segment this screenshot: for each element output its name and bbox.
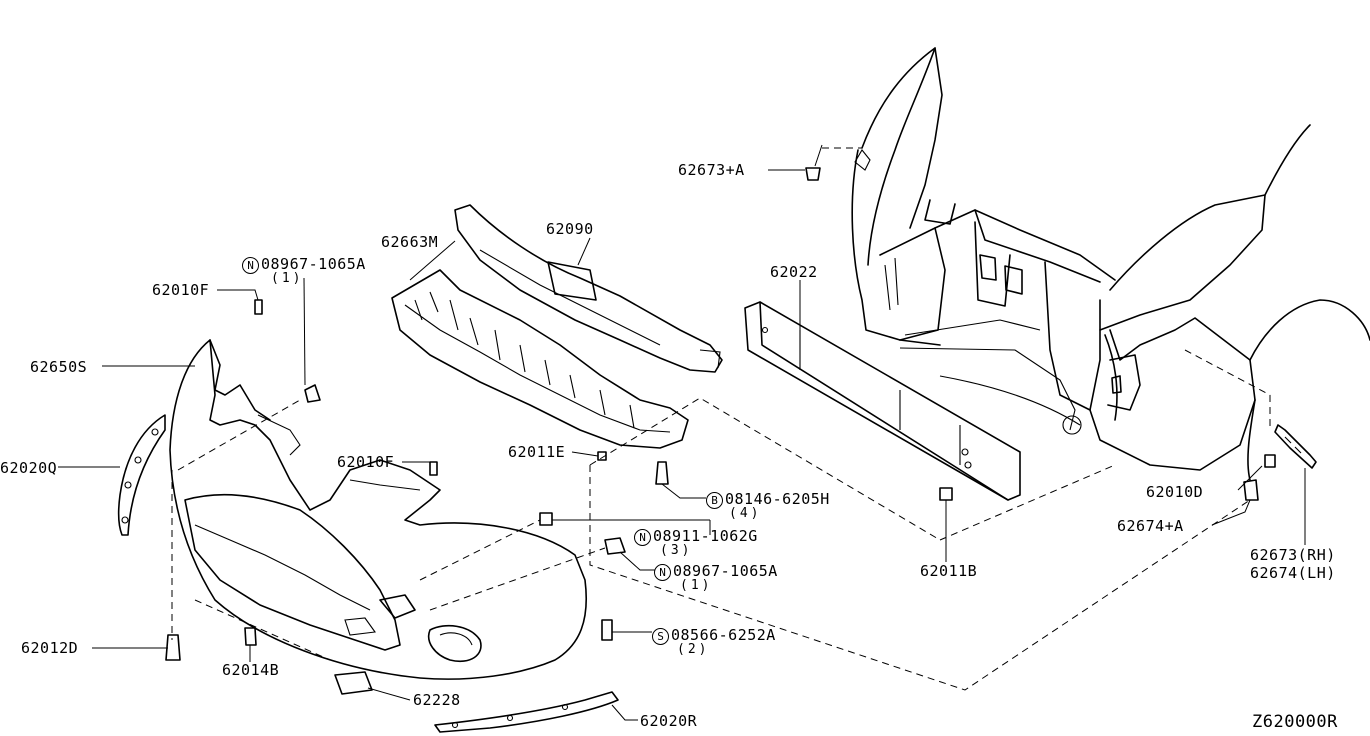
label-62020r: 62020R <box>640 712 698 730</box>
reinforcement-62022 <box>744 301 1021 501</box>
label-62020q: 62020Q <box>0 459 58 477</box>
moulding-62020r <box>434 691 619 733</box>
part-number: 08911-1062G <box>653 527 758 545</box>
leader-lines <box>58 144 1306 721</box>
label-62011e: 62011E <box>508 443 566 461</box>
label-62090: 62090 <box>546 220 594 238</box>
part-number: 08967-1065A <box>673 562 778 580</box>
label-62673-a: 62673+A <box>678 161 745 179</box>
label-62010d: 62010D <box>1146 483 1204 501</box>
label-62022: 62022 <box>770 263 818 281</box>
cover-62228 <box>334 671 373 695</box>
label-62674-lh: 62674(LH) <box>1250 564 1336 582</box>
nut-symbol: N <box>654 564 671 581</box>
qty-08566: (2) <box>677 642 710 657</box>
label-62673-rh: 62673(RH) <box>1250 546 1336 564</box>
diagram-code: Z620000R <box>1252 712 1338 732</box>
support-62663m <box>391 269 689 449</box>
moulding-62020q <box>117 414 166 536</box>
bolt-symbol: B <box>706 492 723 509</box>
label-62650s: 62650S <box>30 358 88 376</box>
label-62228: 62228 <box>413 691 461 709</box>
body-structure <box>851 47 1370 481</box>
side-bracket <box>1274 424 1317 469</box>
part-number: 08967-1065A <box>261 255 366 273</box>
fasteners <box>165 167 1276 661</box>
qty-08146: (4) <box>729 506 762 521</box>
screw-symbol: S <box>652 628 669 645</box>
label-62014b: 62014B <box>222 661 280 679</box>
label-62012d: 62012D <box>21 639 79 657</box>
bumper-fascia <box>169 339 587 680</box>
part-number: 08566-6252A <box>671 626 776 644</box>
qty-08967-top: (1) <box>271 271 304 286</box>
label-62010f-a: 62010F <box>152 281 210 299</box>
qty-08967-mid: (1) <box>680 578 713 593</box>
bracket-62090 <box>454 204 723 373</box>
label-62663m: 62663M <box>381 233 439 251</box>
assembly-dashed-lines <box>171 147 1271 691</box>
label-62011b: 62011B <box>920 562 978 580</box>
label-62010f-b: 62010F <box>337 453 395 471</box>
nut-symbol: N <box>242 257 259 274</box>
nut-symbol: N <box>634 529 651 546</box>
qty-08911: (3) <box>660 543 693 558</box>
label-62674-a: 62674+A <box>1117 517 1184 535</box>
part-number: 08146-6205H <box>725 490 830 508</box>
